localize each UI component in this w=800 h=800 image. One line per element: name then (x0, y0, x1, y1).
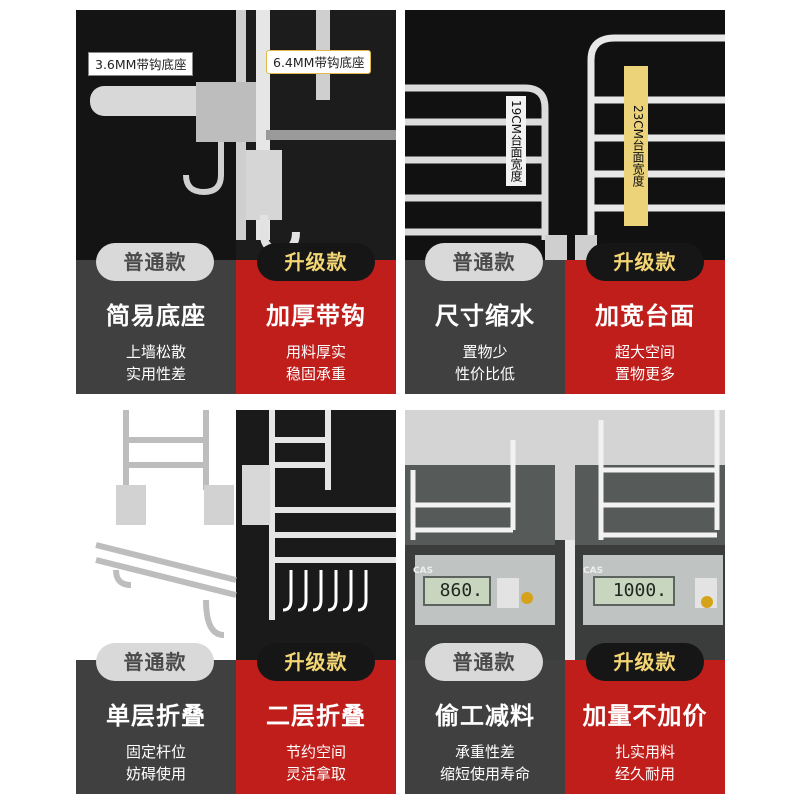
photo-shelf-width: 19CM台面宽度 23CM台面宽度 (405, 10, 725, 270)
hook-base-illustration (76, 10, 396, 270)
panel-hook-base: 3.6MM带钩底座 6.4MM带钩底座 简易底座 上墙松散 实用性差 加厚带钩 … (76, 10, 396, 394)
callout-thin-base: 3.6MM带钩底座 (88, 52, 194, 76)
normal-desc-line: 承重性差 (454, 743, 515, 761)
normal-desc-line: 上墙松散 (125, 343, 186, 361)
normal-title: 偷工减料 (435, 702, 535, 730)
upgrade-desc-line: 置物更多 (614, 365, 675, 383)
normal-desc-line: 实用性差 (125, 365, 186, 383)
normal-desc-line: 置物少 (462, 343, 508, 361)
photo-folding (76, 410, 396, 670)
normal-desc-line: 妨碍使用 (125, 765, 186, 783)
normal-badge: 普通款 (96, 243, 214, 281)
normal-badge: 普通款 (425, 243, 543, 281)
photo-hook-base: 3.6MM带钩底座 6.4MM带钩底座 (76, 10, 396, 270)
normal-badge: 普通款 (96, 643, 214, 681)
dimension-23cm-label: 23CM台面宽度 (624, 66, 648, 226)
callout-thick-base: 6.4MM带钩底座 (266, 50, 372, 74)
photo-material-weight: CAS CAS 860. 1000. (405, 410, 725, 670)
upgrade-title: 加宽台面 (595, 302, 695, 330)
dimension-19cm-label: 19CM台面宽度 (506, 96, 526, 186)
scale-brand-label: CAS (413, 566, 434, 576)
normal-title: 简易底座 (106, 302, 206, 330)
shelf-width-illustration (405, 10, 725, 270)
upgrade-desc: 节约空间 灵活拿取 (236, 741, 396, 785)
upgrade-desc: 用料厚实 稳固承重 (236, 341, 396, 385)
folding-illustration (76, 410, 396, 670)
upgrade-badge: 升级款 (586, 643, 704, 681)
normal-column: 简易底座 上墙松散 实用性差 (76, 260, 236, 394)
panel-material-weight: CAS CAS 860. 1000. 偷工减料 承重性差 缩短使用寿命 加量不加… (405, 410, 725, 794)
upgrade-column: 二层折叠 节约空间 灵活拿取 (236, 660, 396, 794)
normal-desc-line: 固定杆位 (125, 743, 186, 761)
normal-title: 单层折叠 (106, 702, 206, 730)
panel-folding: 单层折叠 固定杆位 妨碍使用 二层折叠 节约空间 灵活拿取 普通款 升级款 (76, 410, 396, 794)
weighing-scales-illustration (405, 410, 725, 670)
upgrade-title: 加量不加价 (582, 702, 708, 730)
normal-column: 尺寸缩水 置物少 性价比低 (405, 260, 565, 394)
upgrade-badge: 升级款 (586, 243, 704, 281)
upgrade-column: 加厚带钩 用料厚实 稳固承重 (236, 260, 396, 394)
normal-desc-line: 缩短使用寿命 (439, 765, 530, 783)
normal-desc: 固定杆位 妨碍使用 (76, 741, 236, 785)
upgrade-title: 加厚带钩 (266, 302, 366, 330)
normal-column: 单层折叠 固定杆位 妨碍使用 (76, 660, 236, 794)
upgrade-desc-line: 超大空间 (614, 343, 675, 361)
upgrade-desc-line: 灵活拿取 (285, 765, 346, 783)
upgrade-desc-line: 节约空间 (285, 743, 346, 761)
upgrade-desc: 超大空间 置物更多 (565, 341, 725, 385)
normal-desc: 承重性差 缩短使用寿命 (405, 741, 565, 785)
scale-reading-upgrade: 1000. (593, 576, 675, 606)
normal-desc: 置物少 性价比低 (405, 341, 565, 385)
upgrade-desc-line: 扎实用料 (614, 743, 675, 761)
upgrade-badge: 升级款 (257, 243, 375, 281)
upgrade-title: 二层折叠 (266, 702, 366, 730)
scale-brand-label: CAS (583, 566, 604, 576)
upgrade-badge: 升级款 (257, 643, 375, 681)
normal-desc: 上墙松散 实用性差 (76, 341, 236, 385)
scale-reading-normal: 860. (423, 576, 491, 606)
panel-shelf-width: 19CM台面宽度 23CM台面宽度 尺寸缩水 置物少 性价比低 加宽台面 超大空… (405, 10, 725, 394)
upgrade-desc: 扎实用料 经久耐用 (565, 741, 725, 785)
normal-badge: 普通款 (425, 643, 543, 681)
upgrade-desc-line: 经久耐用 (614, 765, 675, 783)
normal-desc-line: 性价比低 (454, 365, 515, 383)
upgrade-column: 加宽台面 超大空间 置物更多 (565, 260, 725, 394)
normal-title: 尺寸缩水 (435, 302, 535, 330)
normal-column: 偷工减料 承重性差 缩短使用寿命 (405, 660, 565, 794)
upgrade-desc-line: 用料厚实 (285, 343, 346, 361)
upgrade-column: 加量不加价 扎实用料 经久耐用 (565, 660, 725, 794)
upgrade-desc-line: 稳固承重 (285, 365, 346, 383)
